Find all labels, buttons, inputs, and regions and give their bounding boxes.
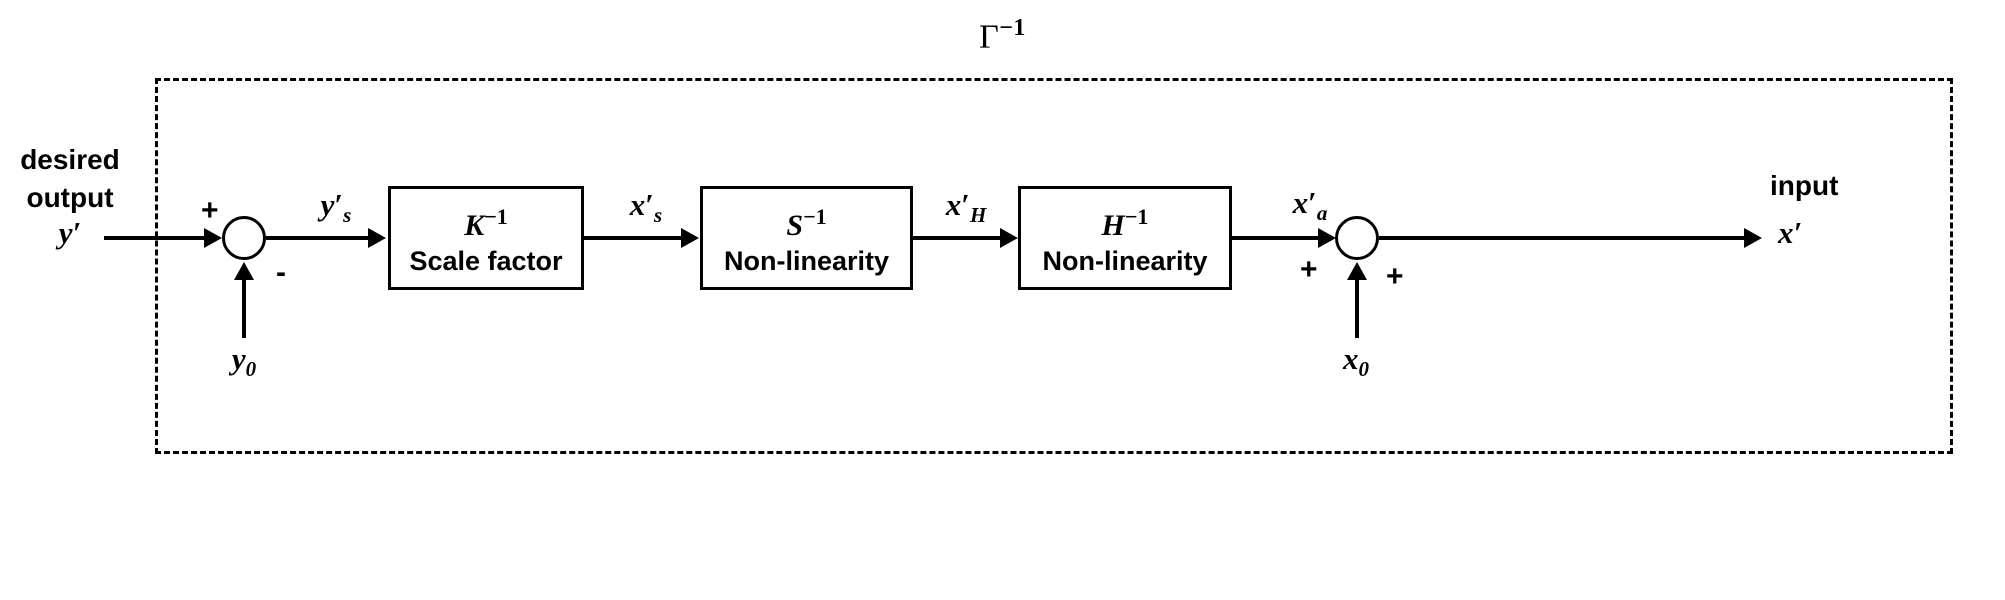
offset-label-x0: x0 [1343,341,1369,382]
arrowhead-y0-up [234,262,254,280]
right-junction-plus-sign-right: + [1386,260,1404,293]
wire-h-block-to-right-junction [1232,236,1328,240]
right-junction-plus-sign-left: + [1300,253,1318,286]
wire-s-block-to-h-block [913,236,1003,240]
wire-y0-into-junction [242,278,246,338]
arrowhead-into-left-junction [204,228,222,248]
wire-right-junction-to-output [1379,236,1751,240]
wire-k-block-to-s-block [584,236,684,240]
left-junction-minus-sign: - [276,256,286,289]
title-exponent: −1 [999,15,1026,41]
block-h-symbol: H−1 [1101,203,1149,242]
left-summing-junction [222,216,266,260]
signal-label-y-s-prime: y′s [320,187,352,228]
diagram-title: Γ−1 [0,8,2005,57]
arrowhead-x0-up [1347,262,1367,280]
block-k-inverse-scale-factor[interactable]: K−1 Scale factor [388,186,584,290]
desired-output-label-line1: desired [20,144,120,175]
offset-label-y0: y0 [231,341,257,382]
arrowhead-into-right-junction [1318,228,1336,248]
block-s-symbol: S−1 [786,203,827,242]
arrowhead-output [1744,228,1762,248]
signal-label-x-s-prime: x′s [629,187,663,228]
block-s-caption: Non-linearity [723,245,890,276]
block-h-inverse-non-linearity[interactable]: H−1 Non-linearity [1018,186,1232,290]
block-h-caption: Non-linearity [1042,245,1208,276]
desired-output-label-line2: output [26,182,114,213]
block-k-symbol: K−1 [464,203,508,242]
wire-y-prime-to-junction [104,236,216,240]
arrowhead-into-k-block [368,228,386,248]
right-summing-junction [1335,216,1379,260]
output-signal-x-prime: x′ [1778,215,1803,250]
input-caption-label: input [1770,170,1839,201]
left-junction-plus-sign: + [201,194,219,227]
title-base: Γ [979,18,1000,56]
arrowhead-into-h-block [1000,228,1018,248]
wire-junction-to-k-block [266,236,372,240]
signal-label-x-h-prime: x′H [945,187,987,228]
block-s-inverse-non-linearity[interactable]: S−1 Non-linearity [700,186,913,290]
arrowhead-into-s-block [681,228,699,248]
signal-label-x-a-prime: x′a [1292,185,1328,226]
wire-x0-into-junction [1355,278,1359,338]
input-signal-y-prime: y′ [58,215,82,250]
gamma-inverse-boundary [155,78,1953,454]
block-k-caption: Scale factor [409,245,563,276]
